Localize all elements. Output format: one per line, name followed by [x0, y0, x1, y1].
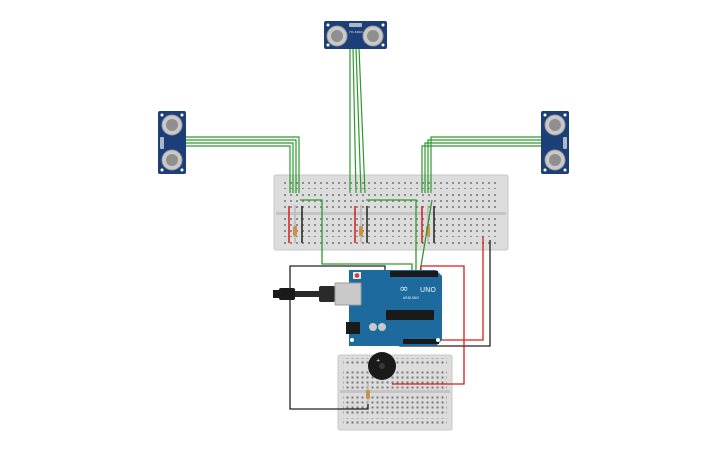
buzzer-polarity-label: +: [376, 358, 380, 364]
buzzer-and-ground-wires[interactable]: [289, 265, 465, 410]
sensor-right-wires[interactable]: [421, 136, 541, 193]
arduino-uno-board[interactable]: ∞ UNO ARDUINO: [334, 270, 442, 346]
resistor-buzzer[interactable]: [366, 384, 370, 404]
arduino-model-label: UNO: [420, 286, 436, 294]
arduino-logo: ∞: [399, 282, 408, 295]
piezo-buzzer[interactable]: +: [368, 352, 396, 380]
ultrasonic-sensor-right[interactable]: [541, 111, 569, 174]
main-breadboard[interactable]: [273, 174, 509, 251]
resistor-left[interactable]: [293, 205, 297, 243]
rail-jumper-wires[interactable]: [288, 206, 435, 243]
sensor-top-wires[interactable]: [349, 47, 366, 194]
usb-cable[interactable]: [273, 286, 335, 302]
sensor-left-wires[interactable]: [186, 136, 300, 193]
resistor-middle[interactable]: [359, 205, 363, 243]
arduino-brand-label: ARDUINO: [403, 296, 420, 300]
ultrasonic-sensor-top[interactable]: HC-SR04: [324, 21, 387, 49]
sensor-top-label: HC-SR04: [349, 30, 362, 34]
ultrasonic-sensor-left[interactable]: [158, 111, 186, 174]
